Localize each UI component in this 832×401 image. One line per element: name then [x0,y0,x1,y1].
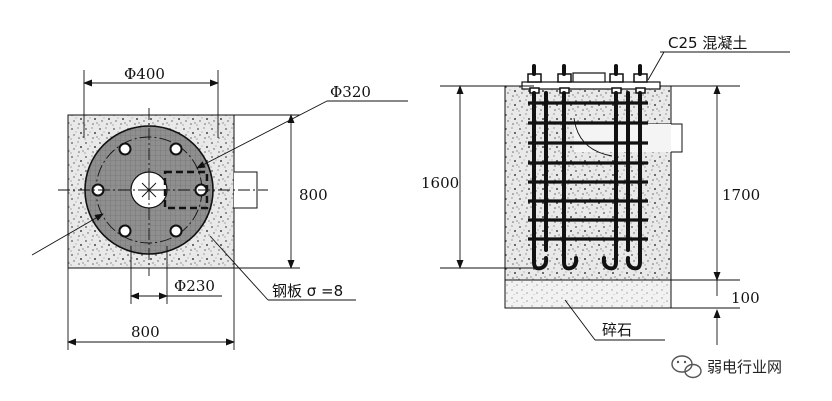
dim-plate-diameter: Φ320 [31,83,408,256]
dim-gravel-thickness: 100 [671,280,760,345]
gravel-label: 碎石 [602,321,632,339]
anchor-bolt [169,142,183,156]
anchor-bolt-section [601,91,618,271]
dim-center-hole-label: Φ230 [174,277,215,295]
concrete-callout: C25 混凝土 [647,34,790,81]
gravel-layer [504,279,672,309]
dim-height: 800 [234,114,328,269]
dim-plate-diameter-label: Φ320 [330,83,371,101]
rebar-ties [528,101,648,241]
gravel-callout: 碎石 [564,299,665,341]
anchor-bolt [169,224,183,238]
dim-center-hole: Φ230 [130,246,222,304]
dim-bolt-length-label: 1600 [421,174,459,192]
dim-height-label: 800 [299,186,328,204]
steel-plate-callout: 钢板 σ =8 [209,235,356,301]
watermark: 弱电行业网 [671,355,782,379]
dim-gravel-thickness-label: 100 [731,289,760,307]
dim-width-label: 800 [131,323,160,341]
conduit-top [572,72,606,83]
anchor-bolt [118,224,132,238]
anchor-bolt-section [532,91,549,271]
watermark-text: 弱电行业网 [707,358,782,376]
anchor-bolt-section [625,91,642,271]
dim-bolt-length: 1600 [421,85,540,269]
dim-pit-depth-label: 1700 [722,186,760,204]
wechat-icon [671,355,702,379]
concrete-label: C25 混凝土 [668,34,747,52]
dim-width: 800 [67,268,235,350]
dim-outer-diameter: Φ400 [83,65,219,138]
dim-outer-diameter-label: Φ400 [124,65,165,83]
anchor-bolt [118,142,132,156]
dim-pit-depth: 1700 [671,85,760,281]
rebar-bolts [532,64,642,271]
section-view: C25 混凝土 1600 1700 100 碎石 [421,34,790,345]
plan-view: Φ400 Φ320 800 Φ230 800 [31,65,408,350]
bolt-nuts [527,73,648,94]
steel-plate-label: 钢板 σ =8 [272,282,343,300]
anchor-bolt-section [562,91,579,271]
